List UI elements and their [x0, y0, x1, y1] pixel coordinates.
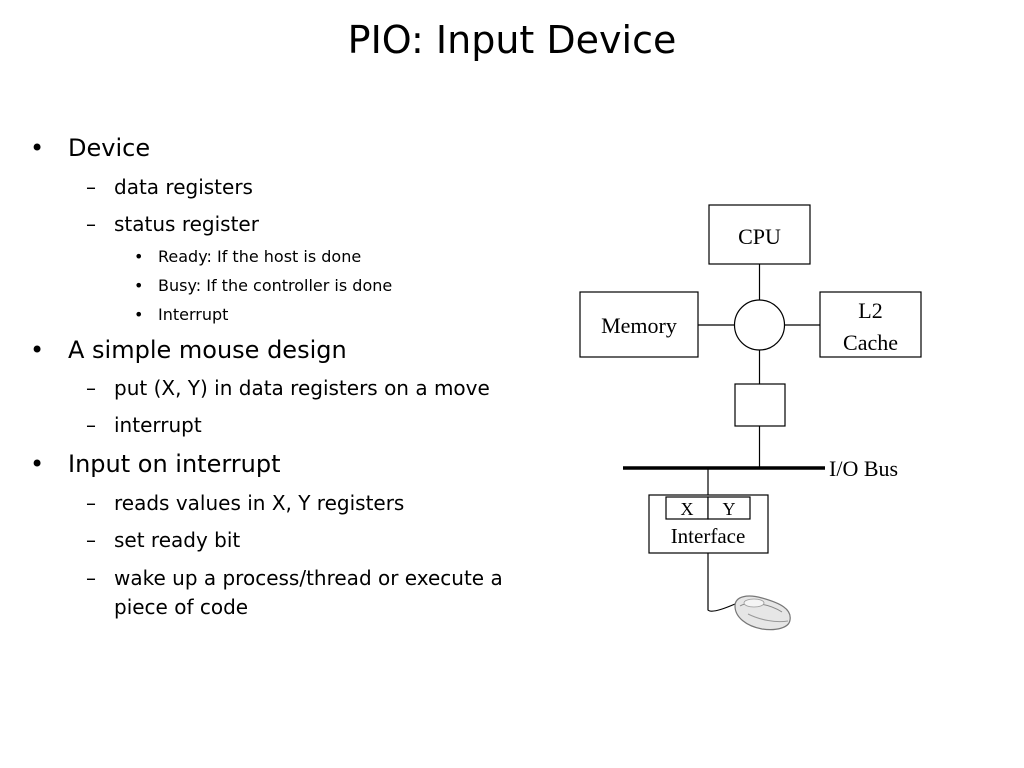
cpu-label: CPU [738, 224, 781, 249]
l2-label: L2 [858, 298, 882, 323]
sub-bullet-interrupt: interrupt [114, 413, 202, 437]
l2-cache-box [819, 291, 922, 358]
bullet-marker: • [30, 336, 45, 364]
mouse-icon [734, 595, 791, 631]
dash-marker: – [86, 175, 96, 199]
memory-box [579, 291, 699, 358]
bullet-marker: • [134, 276, 144, 295]
bus-node-circle [733, 299, 786, 351]
bullet-input-on-interrupt: Input on interrupt [68, 450, 281, 478]
bullet-marker: • [134, 305, 144, 324]
sub-bullet-put-xy: put (X, Y) in data registers on a move [114, 376, 490, 400]
sub-sub-bullet-ready: Ready: If the host is done [158, 247, 362, 266]
sub-sub-bullet-interrupt: Interrupt [158, 305, 229, 324]
cache-label: Cache [843, 330, 898, 355]
sub-bullet-wake-up-continuation: piece of code [114, 595, 249, 619]
bridge-box [734, 383, 786, 427]
bullet-marker: • [30, 134, 45, 162]
sub-bullet-status-register: status register [114, 212, 259, 236]
bullet-marker: • [30, 450, 45, 478]
sub-sub-bullet-busy: Busy: If the controller is done [158, 276, 393, 295]
bullet-device: Device [68, 134, 151, 162]
sub-bullet-reads-values: reads values in X, Y registers [114, 491, 405, 515]
sub-bullet-wake-up: wake up a process/thread or execute a [114, 566, 503, 590]
bullet-mouse-design: A simple mouse design [68, 336, 347, 364]
y-register-box [707, 496, 751, 520]
interface-label: Interface [671, 524, 746, 548]
dash-marker: – [86, 491, 96, 515]
slide-title: PIO: Input Device [347, 18, 677, 62]
x-register-label: X [681, 499, 694, 519]
mouse-cable [707, 553, 736, 612]
sub-bullet-set-ready-bit: set ready bit [114, 528, 241, 552]
memory-label: Memory [601, 313, 677, 338]
bullet-marker: • [134, 247, 144, 266]
sub-bullet-data-registers: data registers [114, 175, 253, 199]
dash-marker: – [86, 413, 96, 437]
io-bus-label: I/O Bus [829, 456, 898, 481]
dash-marker: – [86, 212, 96, 236]
dash-marker: – [86, 528, 96, 552]
cpu-box [708, 204, 811, 265]
y-register-label: Y [723, 499, 736, 519]
dash-marker: – [86, 566, 96, 590]
dash-marker: – [86, 376, 96, 400]
